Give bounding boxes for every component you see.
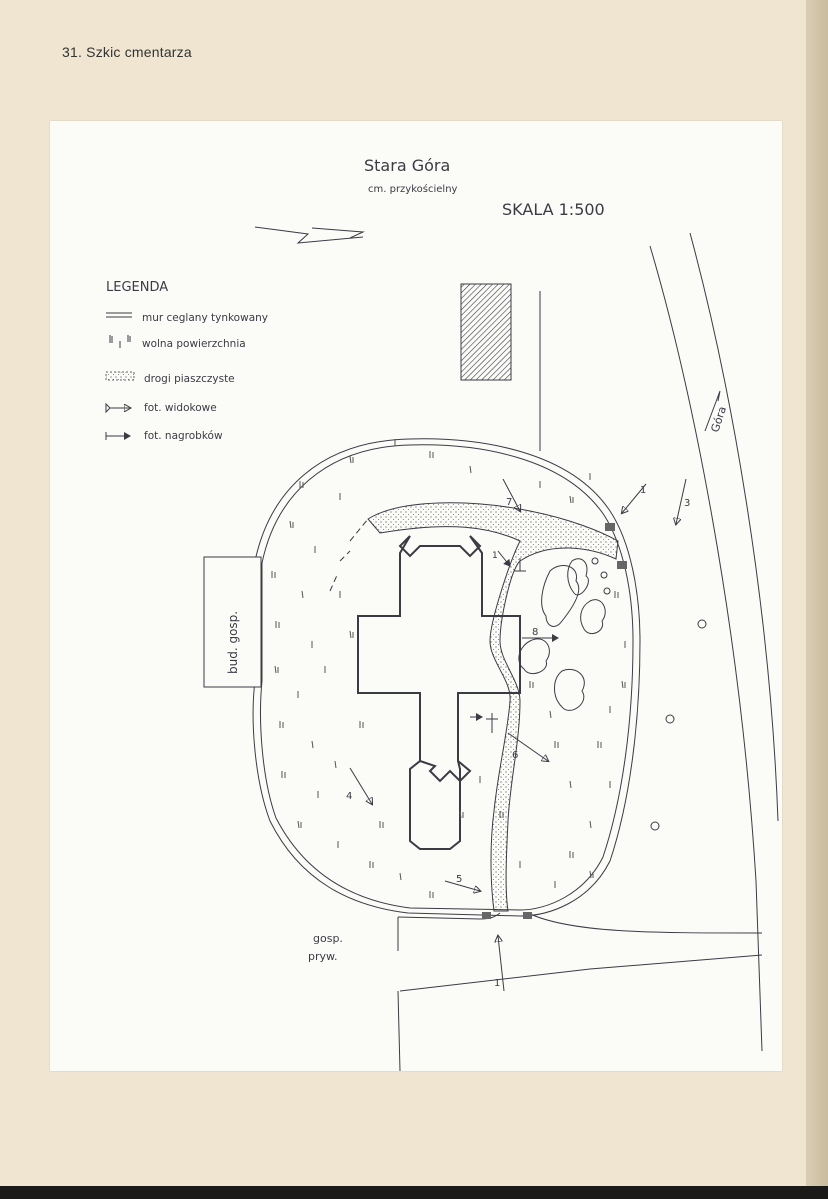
- photo-number-7: 7: [506, 497, 512, 508]
- legend-label-grave-photos: fot. nagrobków: [144, 430, 223, 442]
- farm-label-line1: gosp.: [313, 932, 343, 945]
- view-photo-arrow-7: [502, 478, 520, 511]
- cemetery-sketch: Stara Góra cm. przykościelny SKALA 1:500…: [105, 156, 779, 1071]
- legend-grass-symbol: [109, 335, 131, 348]
- photo-number-6: 6: [512, 750, 518, 761]
- view-photo-arrow-3: [676, 478, 687, 524]
- photo-number-1a: 1: [640, 485, 646, 496]
- legend-grave-photo-icon: [105, 432, 131, 440]
- photo-number-8: 8: [532, 627, 538, 638]
- outbuilding-label: bud. gosp.: [226, 611, 240, 674]
- map-subtitle: cm. przykościelny: [368, 183, 458, 195]
- map-sheet: Stara Góra cm. przykościelny SKALA 1:500…: [50, 121, 782, 1071]
- road-lines: [539, 232, 779, 1052]
- photo-number-3: 3: [684, 498, 690, 509]
- legend-label-sandy-roads: drogi piaszczyste: [144, 373, 235, 385]
- photo-number-4: 4: [346, 791, 352, 802]
- lower-road-lines: [397, 912, 763, 1071]
- cemetery-wall: [252, 438, 641, 917]
- legend-title: LEGENDA: [106, 280, 168, 295]
- road-direction-arrow-icon: [704, 390, 721, 432]
- view-photo-arrow-1c: [498, 936, 505, 992]
- north-arrow-icon: [254, 226, 365, 244]
- outbuilding: [203, 556, 262, 688]
- view-photo-arrow-4: [349, 767, 372, 804]
- road-label: Góra: [708, 405, 729, 434]
- photo-number-1c: 1: [494, 978, 500, 989]
- map-title: Stara Góra: [364, 156, 450, 175]
- grass-ticks: [271, 439, 626, 898]
- legend-label-wall: mur ceglany tynkowany: [142, 312, 268, 324]
- view-photo-arrow-5: [444, 880, 480, 891]
- photo-number-5: 5: [456, 874, 462, 885]
- farm-label-line2: pryw.: [308, 950, 338, 963]
- legend-view-photo-icon: [105, 402, 130, 414]
- circles: [591, 557, 707, 831]
- hatched-building: [460, 283, 512, 381]
- map-scale: SKALA 1:500: [502, 200, 605, 219]
- trees: [518, 558, 606, 711]
- grave-cross-icons: [486, 558, 526, 733]
- photo-number-1b: 1: [492, 551, 498, 561]
- photo-arrows: [349, 478, 687, 992]
- legend-label-free-area: wolna powierzchnia: [142, 338, 246, 350]
- legend: LEGENDA mur ceglany tynkowany wolna powi…: [105, 280, 268, 442]
- scanner-border: [0, 1186, 828, 1199]
- legend-wall-symbol: [106, 312, 132, 318]
- gate-markers: [482, 523, 627, 919]
- page-edge: [806, 0, 828, 1199]
- church-body: [357, 553, 521, 850]
- legend-label-view-photos: fot. widokowe: [144, 402, 217, 414]
- page-caption: 31. Szkic cmentarza: [62, 44, 192, 60]
- legend-road-symbol: [105, 371, 135, 381]
- view-photo-arrow-6: [507, 732, 548, 761]
- view-photo-arrow-1a: [622, 483, 647, 513]
- grave-photo-arrow-1b: [497, 550, 511, 567]
- sandy-road: [329, 502, 619, 912]
